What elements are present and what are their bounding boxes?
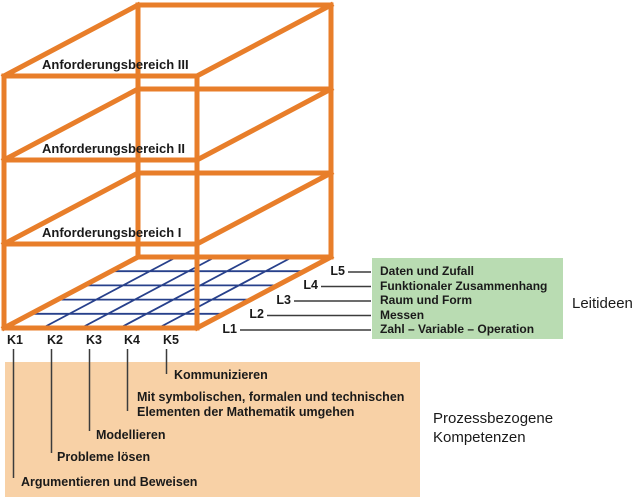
leitideen-item: Daten und Zufall [380, 264, 474, 278]
axis-tick-l1: L1 [222, 322, 237, 336]
axis-tick-k5: K5 [163, 333, 179, 347]
level-label-i: Anforderungsbereich I [42, 225, 182, 240]
kompetenz-label-k4: Mit symbolischen, formalen und technisch… [137, 390, 404, 419]
axis-tick-k3: K3 [86, 333, 102, 347]
kompetenz-label-k5: Kommunizieren [174, 368, 268, 382]
cube-wireframe [0, 1, 335, 332]
leitideen-item: Zahl – Variable – Operation [380, 322, 535, 336]
kompetenzen-title-line2: Kompetenzen [433, 429, 526, 446]
level-label-ii: Anforderungsbereich II [42, 141, 186, 156]
kompetenz-label-k2: Probleme lösen [57, 450, 151, 464]
axis-tick-l5: L5 [330, 264, 345, 278]
leitideen-item: Raum und Form [380, 293, 472, 307]
axis-tick-k2: K2 [47, 333, 63, 347]
kompetenzen-title: Prozessbezogene Kompetenzen [433, 409, 553, 447]
axis-tick-l4: L4 [303, 278, 318, 292]
kompetenz-label-k1: Argumentieren und Beweisen [21, 475, 198, 489]
axis-tick-l3: L3 [276, 293, 291, 307]
kompetenzen-title-line1: Prozessbezogene [433, 410, 554, 427]
kompetenz-label-k4-line1: Mit symbolischen, formalen und technisch… [137, 390, 405, 404]
axis-tick-k1: K1 [7, 333, 23, 347]
kompetenz-label-k4-line2: Elementen der Mathematik umgehen [137, 404, 355, 419]
axis-tick-l2: L2 [249, 307, 264, 321]
level-label-iii: Anforderungsbereich III [42, 57, 189, 72]
leitideen-title: Leitideen [572, 295, 633, 312]
leitideen-item: Funktionaler Zusammenhang [380, 278, 548, 293]
kompetenz-label-k3: Modellieren [96, 428, 166, 442]
axis-tick-k4: K4 [124, 333, 140, 347]
leitideen-panel: Daten und Zufall Funktionaler Zusammenha… [372, 258, 563, 339]
leitideen-item: Messen [380, 307, 425, 322]
